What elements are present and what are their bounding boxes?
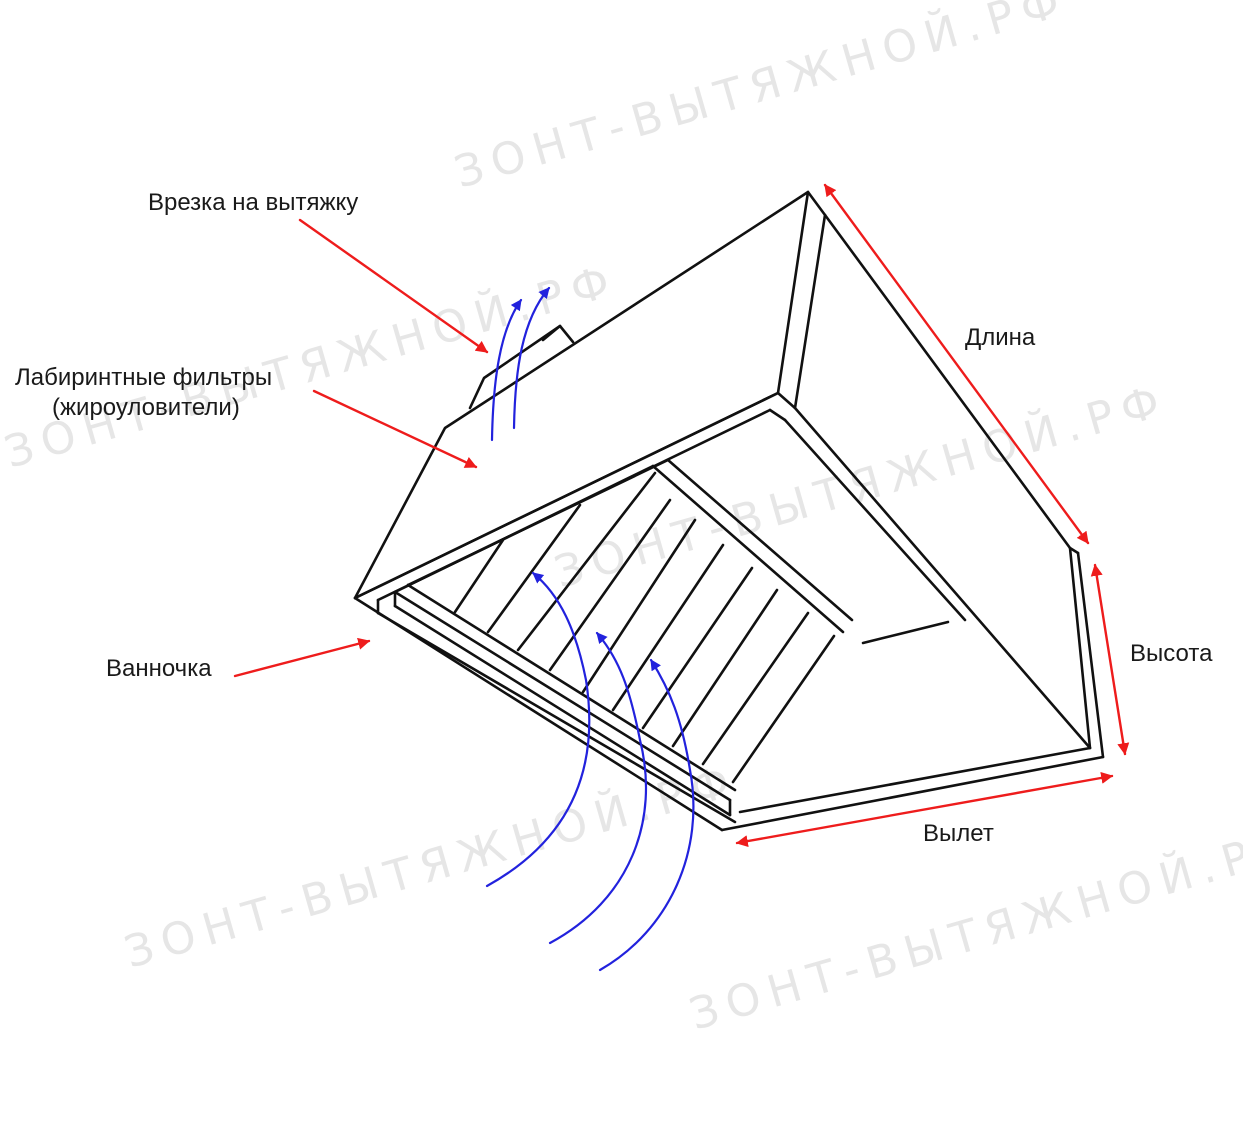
watermark: ЗОНТ-ВЫТЯЖНОЙ.РФ <box>683 814 1243 1040</box>
airflow-arrows <box>485 286 695 972</box>
height-dimension-arrow <box>1090 563 1130 756</box>
length-label: Длина <box>965 324 1036 351</box>
airflow-arrow <box>512 286 551 430</box>
inlet-pointer-arrow <box>298 218 489 354</box>
labels: Врезка на вытяжку Лабиринтные фильтры (ж… <box>15 189 1213 847</box>
height-label: Высота <box>1130 640 1213 667</box>
depth-label: Вылет <box>923 820 994 847</box>
filters-label-line1: Лабиринтные фильтры <box>15 364 272 391</box>
watermark: ЗОНТ-ВЫТЯЖНОЙ.РФ <box>118 752 744 978</box>
filters-label-line2: (жироуловители) <box>52 394 240 421</box>
tray-label: Ванночка <box>106 655 212 682</box>
filters-pointer-arrow <box>312 389 478 469</box>
inlet-label: Врезка на вытяжку <box>148 189 358 216</box>
airflow-arrow <box>598 658 695 972</box>
length-dimension-arrow <box>823 183 1090 545</box>
airflow-arrow <box>548 631 648 945</box>
filter-slats <box>453 471 836 784</box>
depth-dimension-arrow <box>735 771 1114 848</box>
watermarks: ЗОНТ-ВЫТЯЖНОЙ.РФ ЗОНТ-ВЫТЯЖНОЙ.РФ ЗОНТ-В… <box>0 0 1243 1041</box>
pointer-arrows <box>233 183 1130 848</box>
tray-pointer-arrow <box>233 637 371 678</box>
airflow-arrow <box>485 571 591 888</box>
airflow-arrow <box>490 298 523 442</box>
watermark: ЗОНТ-ВЫТЯЖНОЙ.РФ <box>448 0 1074 199</box>
